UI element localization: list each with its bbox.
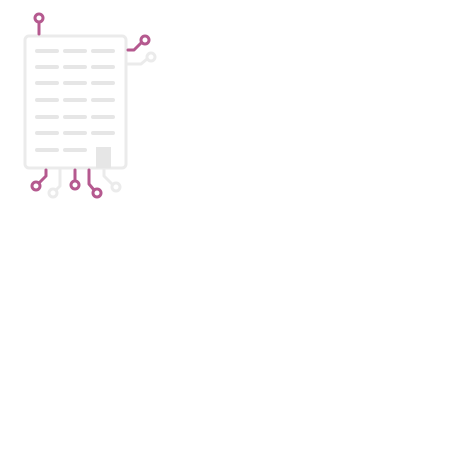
circuit-node-bottom-mid [69, 179, 81, 191]
door [96, 147, 111, 168]
circuit-node-bottom-left-grey [47, 187, 59, 199]
circuit-node-top [33, 12, 45, 24]
circuit-node-bottom-right-grey [110, 181, 122, 193]
circuit-node-right-lower [145, 51, 157, 63]
circuit-node-bottom-left [30, 180, 42, 192]
circuit-right-top [126, 41, 143, 52]
circuit-bottom-left-grey [54, 168, 62, 192]
circuit-right-lower [126, 57, 149, 66]
circuit-bottom-left [37, 168, 48, 185]
circuit-node-right-top [139, 34, 151, 46]
grey-circuits [47, 51, 157, 199]
accent-circuits [30, 12, 151, 199]
circuit-bottom-right-mid [87, 168, 96, 192]
circuit-bottom-right-grey [102, 168, 114, 186]
building-circuit-icon [23, 12, 157, 199]
circuit-node-bottom-right-mid [91, 187, 103, 199]
window-lines [35, 49, 115, 152]
